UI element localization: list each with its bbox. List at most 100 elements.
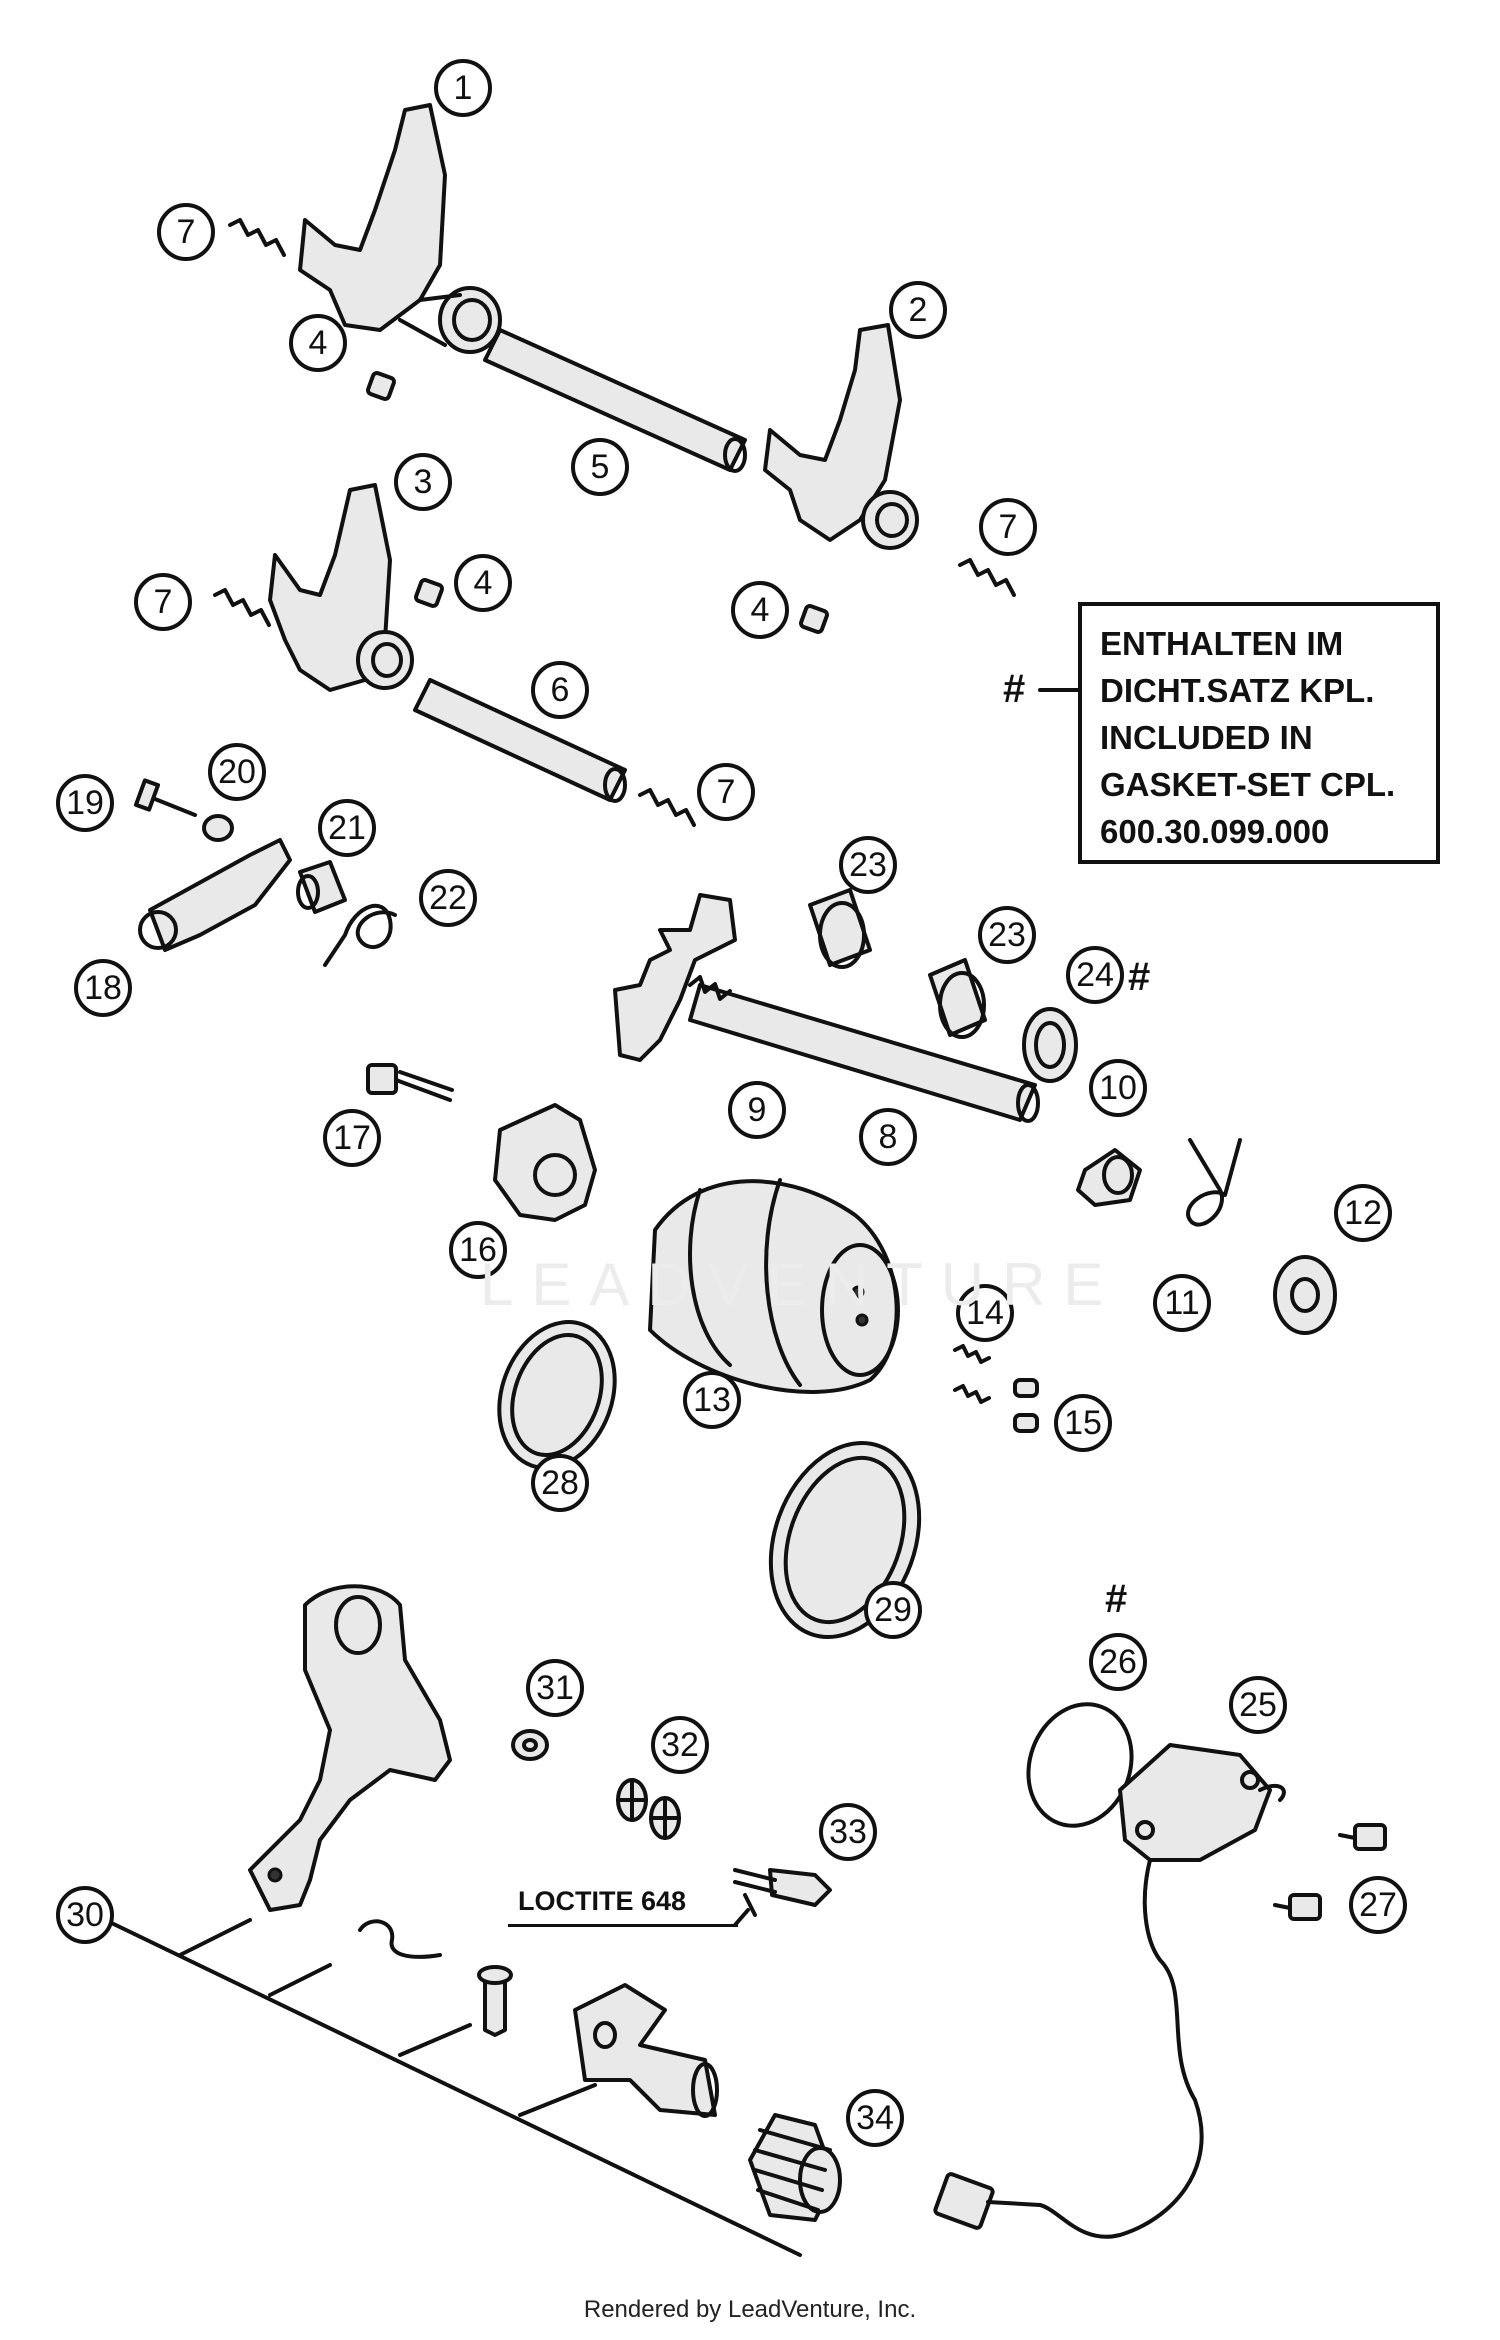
detent-pin-15: [1013, 1378, 1039, 1433]
lever-pin: [477, 1965, 513, 2037]
fork-shaft-6: [413, 678, 627, 803]
svg-text:9: 9: [748, 1091, 767, 1129]
spring-7: [213, 218, 1016, 827]
svg-text:33: 33: [829, 1813, 867, 1851]
svg-text:17: 17: [333, 1119, 371, 1157]
hash-mark-26: #: [1105, 1577, 1127, 1621]
watermark: LEADVENTURE: [480, 1251, 1122, 1318]
callout-1: 1: [434, 59, 492, 117]
svg-text:15: 15: [1064, 1404, 1102, 1442]
callout-19: 19: [56, 774, 114, 832]
pin-4: [366, 371, 829, 634]
callout-27: 27: [1349, 1876, 1407, 1934]
note-line-1: ENTHALTEN IM: [1100, 625, 1344, 662]
screw-33: [733, 1868, 832, 1917]
callout-5: 5: [571, 438, 629, 496]
gasket-set-note: ENTHALTEN IM DICHT.SATZ KPL. INCLUDED IN…: [1078, 602, 1440, 864]
svg-text:30: 30: [66, 1896, 104, 1934]
callout-30: 30: [56, 1886, 114, 1944]
note-hash-mark: #: [1003, 667, 1025, 711]
hash-mark-24: #: [1128, 955, 1150, 999]
svg-text:1: 1: [454, 69, 473, 107]
callout-28: 28: [531, 1454, 589, 1512]
seal-24: [1022, 1007, 1078, 1083]
callout-25: 25: [1229, 1676, 1287, 1734]
shift-lever-30: [248, 1584, 452, 1912]
callout-4a: 4: [289, 314, 347, 372]
callout-7b: 7: [134, 573, 192, 631]
washer-12: [1273, 1255, 1337, 1335]
callout-8: 8: [859, 1108, 917, 1166]
washer-20: [202, 814, 234, 842]
callout-2: 2: [889, 281, 947, 339]
callout-7a: 7: [157, 203, 215, 261]
spring-22: [323, 903, 397, 967]
shift-fork-2: [763, 323, 919, 550]
roller-21: [296, 860, 347, 914]
svg-text:22: 22: [429, 879, 467, 917]
svg-text:18: 18: [84, 969, 122, 1007]
svg-text:28: 28: [541, 1464, 579, 1502]
svg-text:11: 11: [1164, 1284, 1199, 1322]
callout-13: 13: [683, 1371, 741, 1429]
bolt-19: [133, 778, 197, 817]
callout-29: 29: [864, 1581, 922, 1639]
lever-tip: [573, 1983, 719, 2118]
spring-9: [688, 975, 732, 1001]
callout-32: 32: [651, 1716, 709, 1774]
callout-6: 6: [531, 661, 589, 719]
svg-text:2: 2: [909, 291, 928, 329]
svg-text:23: 23: [988, 916, 1026, 954]
loctite-pointer: [733, 1908, 750, 1927]
bearing-23: [808, 888, 987, 1039]
svg-text:7: 7: [999, 508, 1018, 546]
svg-text:19: 19: [66, 784, 104, 822]
callout-3: 3: [394, 453, 452, 511]
bushing-10: [1076, 1148, 1142, 1207]
footer-credit: Rendered by LeadVenture, Inc.: [583, 2296, 917, 2323]
svg-text:7: 7: [154, 583, 173, 621]
svg-text:32: 32: [661, 1726, 699, 1764]
svg-text:24: 24: [1076, 956, 1114, 994]
svg-text:8: 8: [879, 1118, 898, 1156]
callout-22: 22: [419, 869, 477, 927]
svg-text:7: 7: [177, 213, 196, 251]
callout-23b: 23: [978, 906, 1036, 964]
svg-text:27: 27: [1359, 1886, 1397, 1924]
loctite-underline: [508, 1924, 738, 1927]
callout-34: 34: [846, 2089, 904, 2147]
svg-text:4: 4: [474, 564, 493, 602]
svg-text:14: 14: [966, 1294, 1004, 1332]
svg-text:23: 23: [849, 846, 887, 884]
star-washer-32: [616, 1778, 681, 1840]
callout-15: 15: [1054, 1394, 1112, 1452]
callout-9: 9: [728, 1081, 786, 1139]
callout-16: 16: [449, 1221, 507, 1279]
washer-31: [511, 1729, 549, 1761]
svg-text:25: 25: [1239, 1686, 1277, 1724]
callout-26: 26: [1089, 1633, 1147, 1691]
note-line-3: INCLUDED IN: [1100, 719, 1313, 756]
svg-text:16: 16: [459, 1231, 497, 1269]
shift-drum-13: [648, 1178, 900, 1394]
callout-21: 21: [318, 799, 376, 857]
callout-20: 20: [208, 743, 266, 801]
svg-text:12: 12: [1344, 1194, 1382, 1232]
bearing-28: [497, 1320, 617, 1470]
rubber-34: [748, 2113, 842, 2222]
callout-31: 31: [526, 1659, 584, 1717]
callout-18: 18: [74, 959, 132, 1017]
svg-text:21: 21: [328, 809, 366, 847]
bolt-17: [366, 1063, 454, 1102]
callout-12: 12: [1334, 1184, 1392, 1242]
shift-fork-3: [268, 483, 414, 692]
shift-fork-1: [298, 103, 502, 354]
note-line-2: DICHT.SATZ KPL.: [1100, 672, 1375, 709]
callout-14: 14: [956, 1284, 1014, 1342]
callout-24: 24: [1066, 946, 1124, 1004]
callouts: 1 2 3 4 4 4 5 6 7 7 7 7 7 8 9 10 11 12 1…: [56, 59, 1407, 2147]
callout-7c: 7: [979, 498, 1037, 556]
kit-line: [93, 1913, 802, 2257]
svg-text:4: 4: [751, 591, 770, 629]
